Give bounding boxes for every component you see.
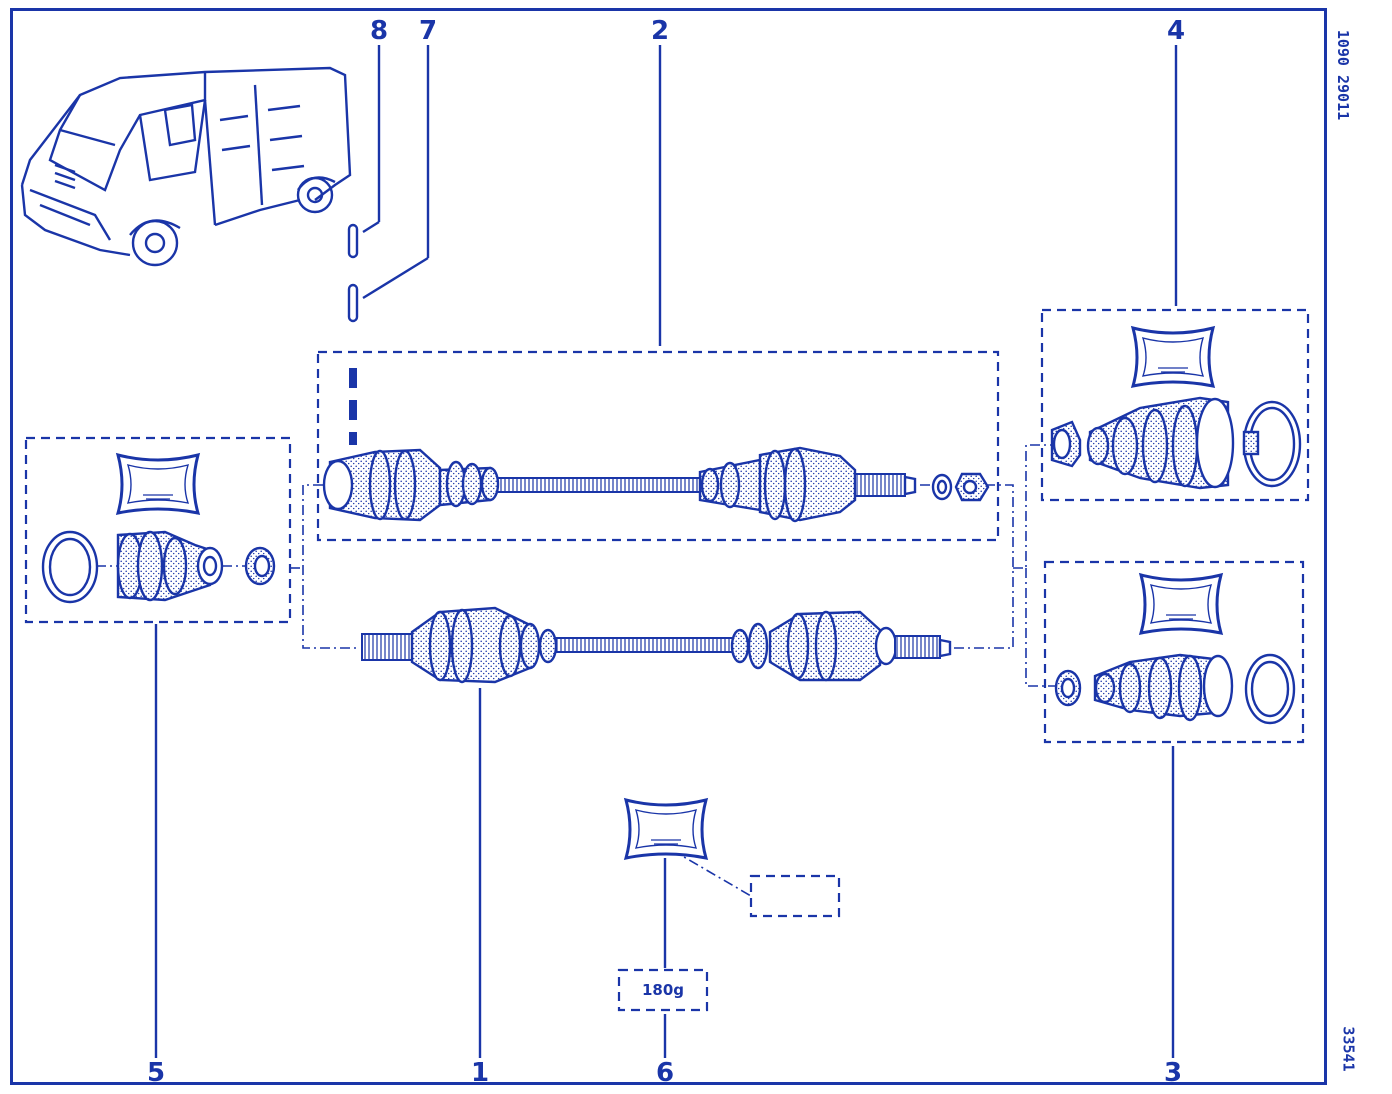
driveshaft-lower-icon bbox=[361, 606, 952, 684]
boot-kit-3 bbox=[1054, 573, 1296, 725]
grease-sachet-icon bbox=[1131, 326, 1215, 388]
grease-sachet-icon bbox=[116, 453, 200, 515]
van-illustration-icon bbox=[20, 66, 352, 267]
callout-5: 5 bbox=[146, 1058, 166, 1088]
grease-sachet-icon bbox=[624, 798, 708, 860]
grease-quantity-box bbox=[617, 968, 709, 1012]
group-box-4 bbox=[1040, 308, 1310, 502]
drawing-frame bbox=[10, 8, 1327, 1085]
boot-kit-4 bbox=[1050, 326, 1302, 490]
callout-1: 1 bbox=[470, 1058, 490, 1088]
reference-code-top: 1090 29011 bbox=[1334, 29, 1353, 121]
unlabeled-box bbox=[749, 874, 841, 918]
driveshaft-upper-icon bbox=[322, 446, 990, 523]
reference-code-bottom: 33541 bbox=[1339, 1026, 1358, 1072]
group-box-2 bbox=[316, 350, 1000, 542]
callout-4: 4 bbox=[1166, 16, 1186, 46]
leader-lines bbox=[154, 45, 1178, 1058]
callout-6: 6 bbox=[655, 1058, 675, 1088]
callout-7: 7 bbox=[418, 16, 438, 46]
group-box-3 bbox=[1043, 560, 1305, 744]
connector-lines bbox=[96, 444, 1056, 897]
grease-quantity-label: 180g bbox=[641, 981, 685, 999]
callout-3: 3 bbox=[1163, 1058, 1183, 1088]
grease-sachet-icon bbox=[1139, 573, 1223, 635]
group-box-5 bbox=[24, 436, 292, 624]
callout-8: 8 bbox=[369, 16, 389, 46]
retaining-clip-icon bbox=[347, 223, 359, 445]
callout-2: 2 bbox=[650, 16, 670, 46]
boot-kit-5 bbox=[41, 453, 276, 604]
